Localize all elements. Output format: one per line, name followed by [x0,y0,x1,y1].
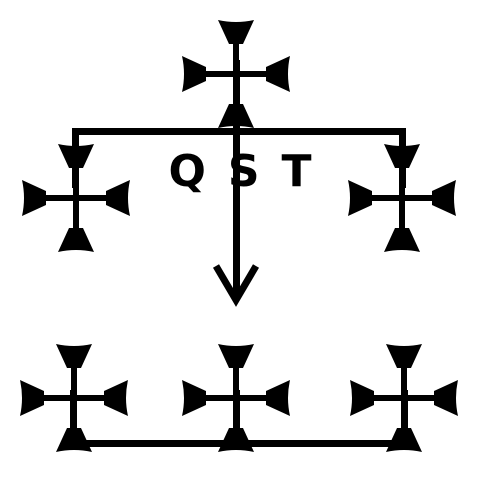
cross-pattee-icon [20,344,128,452]
cross-pattee-icon [182,20,290,128]
cross-pattee-icon [182,344,290,452]
cross-pattee-icon [348,144,456,252]
cross-pattee-icon [350,344,458,452]
cross-pattee-icon [22,144,130,252]
